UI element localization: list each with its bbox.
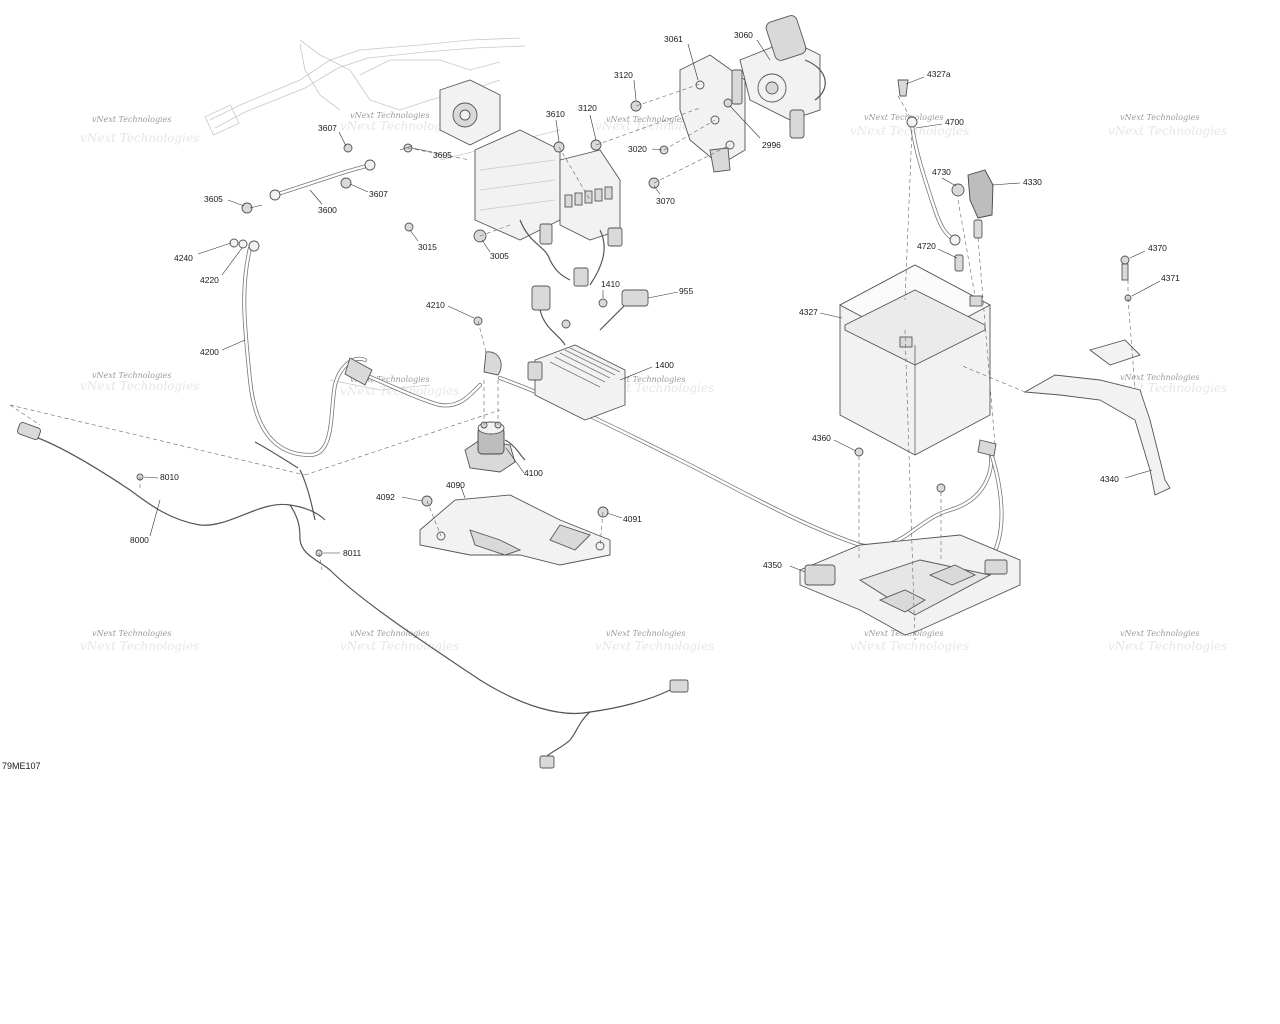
callout-1400: 1400 [655, 360, 674, 370]
callout-3120: 3120 [578, 103, 597, 113]
watermark: vNext Technologies [1108, 124, 1227, 138]
callout-4090: 4090 [446, 480, 465, 490]
watermark: vNext Technologies [92, 115, 171, 124]
callout-4327: 4327 [799, 307, 818, 317]
callout-4720: 4720 [917, 241, 936, 251]
callout-4340: 4340 [1100, 474, 1119, 484]
watermark: vNext Technologies [350, 629, 429, 638]
watermark: vNext Technologies [92, 371, 171, 380]
callout-3607: 3607 [369, 189, 388, 199]
callout-3020: 3020 [628, 144, 647, 154]
callout-4730: 4730 [932, 167, 951, 177]
callout-labels: 3061 3060 3120 3120 3610 3607 3605 3020 … [130, 30, 1180, 570]
diagram-code: 79ME107 [2, 761, 41, 771]
battery-cable-4200 [229, 238, 502, 458]
assembly-lines [9, 83, 1136, 641]
callout-4100: 4100 [524, 468, 543, 478]
callout-1410: 1410 [601, 279, 620, 289]
watermark: vNext Technologies [606, 629, 685, 638]
battery-tray-4350 [799, 447, 1021, 636]
battery-4327 [839, 264, 991, 456]
watermark: vNext Technologies [350, 375, 429, 384]
engine-harness-cluster [439, 79, 623, 287]
ground-cable-3600 [269, 159, 376, 201]
watermark: vNext Technologies [92, 629, 171, 638]
watermark: vNext Technologies [1120, 373, 1199, 382]
callout-8010: 8010 [160, 472, 179, 482]
callout-4091: 4091 [623, 514, 642, 524]
callout-955: 955 [679, 286, 693, 296]
callout-3070: 3070 [656, 196, 675, 206]
solenoid-bracket-4090 [419, 494, 611, 566]
voltage-regulator-1400 [527, 285, 649, 421]
callout-3005: 3005 [490, 251, 509, 261]
battery-bracket-4340 [1023, 255, 1171, 496]
callout-4092: 4092 [376, 492, 395, 502]
watermark: vNext Technologies [850, 639, 969, 653]
callout-3600: 3600 [318, 205, 337, 215]
watermark: vNext Technologies [80, 379, 199, 393]
headlight-motor-assembly [679, 15, 826, 173]
callout-4240: 4240 [174, 253, 193, 263]
callout-3605: 3605 [433, 150, 452, 160]
callout-leaders [143, 39, 1161, 573]
callout-4350: 4350 [763, 560, 782, 570]
callout-4370: 4370 [1148, 243, 1167, 253]
callout-3120: 3120 [614, 70, 633, 80]
callout-3060: 3060 [734, 30, 753, 40]
callout-3061: 3061 [664, 34, 683, 44]
watermark: vNext Technologies [1120, 113, 1199, 122]
callout-4330: 4330 [1023, 177, 1042, 187]
watermark: vNext Technologies [1120, 629, 1199, 638]
callout-8011: 8011 [343, 548, 362, 558]
callout-4220: 4220 [200, 275, 219, 285]
callout-4210: 4210 [426, 300, 445, 310]
watermark: vNext Technologies [340, 119, 459, 133]
watermark: vNext Technologies [864, 113, 943, 122]
watermark: vNext Technologies [606, 375, 685, 384]
callout-4371: 4371 [1161, 273, 1180, 283]
wire-harness-8000 [17, 421, 689, 769]
watermark: vNext Technologies [80, 639, 199, 653]
callout-4360: 4360 [812, 433, 831, 443]
callout-3610: 3610 [546, 109, 565, 119]
watermark: vNext Technologies [80, 131, 199, 145]
battery-cable-4700 [897, 79, 994, 272]
watermark: vNext Technologies [606, 115, 685, 124]
callout-4327a: 4327a [927, 69, 951, 79]
watermark: vNext Technologies [1108, 639, 1227, 653]
callout-8000: 8000 [130, 535, 149, 545]
watermark: vNext Technologies [595, 639, 714, 653]
callout-2996: 2996 [762, 140, 781, 150]
callout-3607: 3607 [318, 123, 337, 133]
watermark: vNext Technologies [340, 639, 459, 653]
ghost-frame-reference [204, 37, 561, 391]
watermark: vNext Technologies [350, 111, 429, 120]
watermark: vNext Technologies [850, 124, 969, 138]
callout-3605: 3605 [204, 194, 223, 204]
callout-3015: 3015 [418, 242, 437, 252]
callout-4200: 4200 [200, 347, 219, 357]
callout-4700: 4700 [945, 117, 964, 127]
starter-solenoid-4100 [464, 316, 526, 473]
